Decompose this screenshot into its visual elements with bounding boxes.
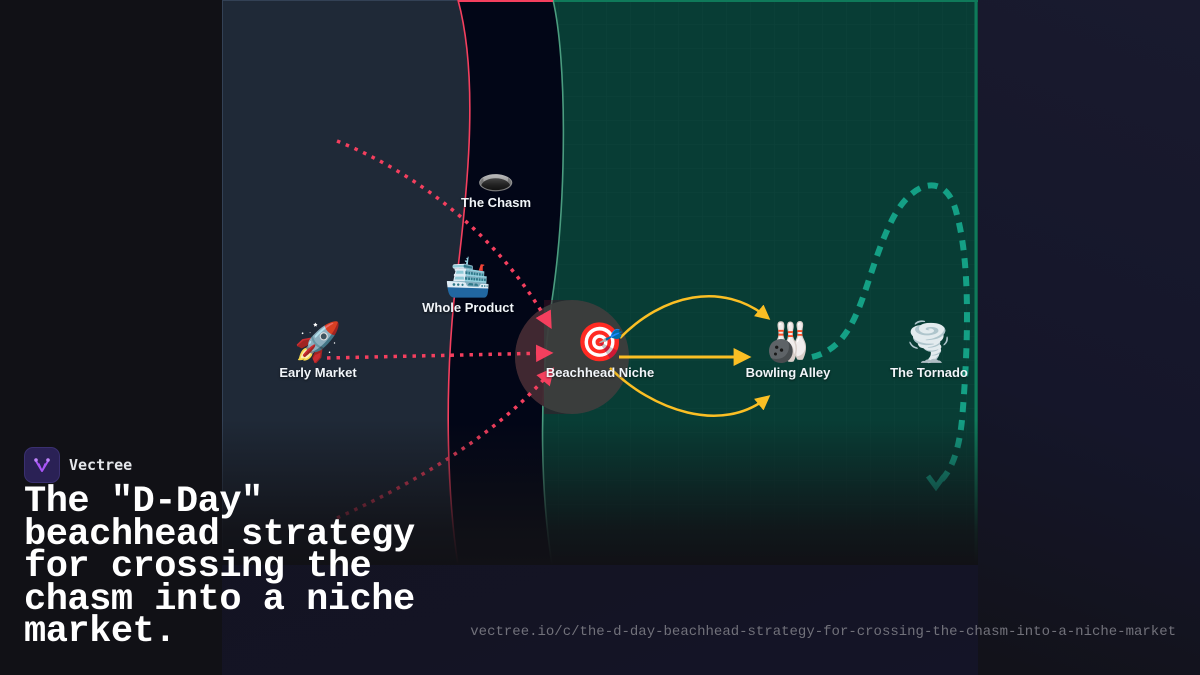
brand-name: Vectree [69, 456, 133, 474]
background-right [978, 0, 1200, 675]
chasm-diagram: 🚀 Early Market 🕳️ The Chasm 🛳️ Whole Pro… [222, 0, 978, 565]
vectree-logo-icon [24, 447, 60, 483]
node-the-chasm[interactable]: 🕳️ The Chasm [461, 164, 531, 212]
target-icon: 🎯 [576, 322, 624, 364]
node-beachhead-niche[interactable]: 🎯 Beachhead Niche [546, 322, 654, 382]
node-label: Whole Product [422, 300, 514, 315]
node-label: The Chasm [460, 195, 532, 210]
node-early-market[interactable]: 🚀 Early Market [279, 322, 356, 382]
node-label: Bowling Alley [745, 365, 831, 380]
node-label: Beachhead Niche [545, 365, 655, 380]
node-label: Early Market [279, 365, 357, 380]
hole-icon: 🕳️ [477, 162, 515, 195]
page-title: The "D-Day" beachhead strategy for cross… [24, 481, 415, 653]
expansion-arrow-bottom [609, 367, 771, 417]
node-the-tornado[interactable]: 🌪️ The Tornado [890, 322, 968, 382]
attack-arrow-top [336, 139, 552, 330]
node-bowling-alley[interactable]: 🎳 Bowling Alley [746, 322, 831, 382]
tornado-icon: 🌪️ [905, 322, 953, 364]
page-url[interactable]: vectree.io/c/the-d-day-beachhead-strateg… [470, 624, 1176, 640]
node-label: The Tornado [890, 365, 968, 380]
rocket-icon: 🚀 [294, 322, 342, 364]
ship-icon: 🛳️ [444, 257, 492, 299]
brand: Vectree [24, 447, 132, 483]
bowling-icon: 🎳 [764, 322, 812, 364]
expansion-arrow-top [619, 295, 771, 339]
node-whole-product[interactable]: 🛳️ Whole Product [422, 257, 514, 317]
background-left [0, 0, 222, 675]
diagram-canvas [222, 0, 978, 565]
